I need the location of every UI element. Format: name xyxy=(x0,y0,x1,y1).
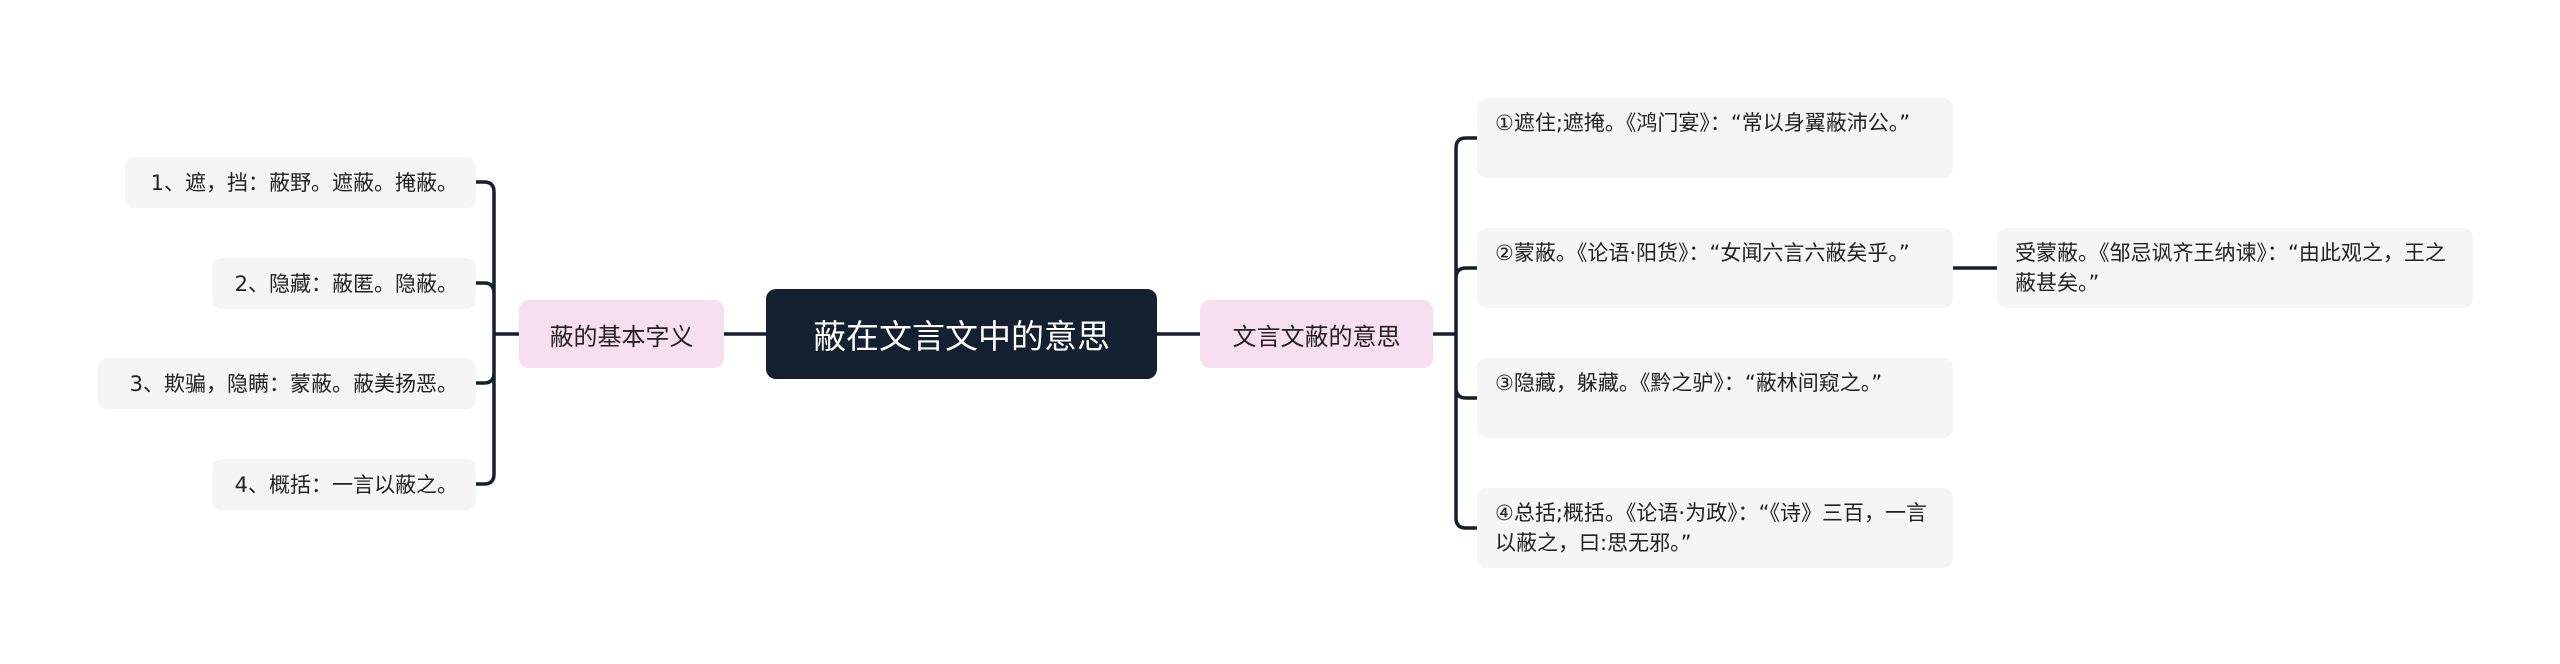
right-leaf-3[interactable]: ③隐藏，躲藏。《黔之驴》：“蔽林间窥之。” xyxy=(1477,358,1953,438)
leaf-text: ③隐藏，躲藏。《黔之驴》：“蔽林间窥之。” xyxy=(1495,371,1883,395)
root-node[interactable]: 蔽在文言文中的意思 xyxy=(766,289,1157,379)
leaf-text: 1、遮，挡：蔽野。遮蔽。掩蔽。 xyxy=(150,170,458,195)
leaf-text: ①遮住;遮掩。《鸿门宴》：“常以身翼蔽沛公。” xyxy=(1495,111,1911,135)
category-label: 蔽的基本字义 xyxy=(549,322,694,351)
left-leaf-4[interactable]: 4、概括：一言以蔽之。 xyxy=(212,459,476,510)
leaf-text: 受蒙蔽。《邹忌讽齐王纳谏》：“由此观之，王之蔽甚矣。” xyxy=(2015,241,2446,295)
right-subleaf[interactable]: 受蒙蔽。《邹忌讽齐王纳谏》：“由此观之，王之蔽甚矣。” xyxy=(1997,228,2473,308)
right-leaf-2[interactable]: ②蒙蔽。《论语·阳货》：“女闻六言六蔽矣乎。” xyxy=(1477,228,1953,308)
left-leaf-3[interactable]: 3、欺骗，隐瞒：蒙蔽。蔽美扬恶。 xyxy=(98,358,476,409)
leaf-text: 4、概括：一言以蔽之。 xyxy=(234,472,458,497)
category-label: 文言文蔽的意思 xyxy=(1232,322,1401,351)
root-label: 蔽在文言文中的意思 xyxy=(813,317,1110,356)
leaf-text: 3、欺骗，隐瞒：蒙蔽。蔽美扬恶。 xyxy=(129,371,458,396)
left-leaf-2[interactable]: 2、隐藏：蔽匿。隐蔽。 xyxy=(212,258,476,309)
left-leaf-1[interactable]: 1、遮，挡：蔽野。遮蔽。掩蔽。 xyxy=(125,157,476,208)
leaf-text: 2、隐藏：蔽匿。隐蔽。 xyxy=(234,271,458,296)
category-basic-meaning[interactable]: 蔽的基本字义 xyxy=(519,300,724,368)
leaf-text: ④总括;概括。《论语·为政》：“《诗》三百，一言以蔽之，曰:思无邪。” xyxy=(1495,501,1927,555)
category-classical-meaning[interactable]: 文言文蔽的意思 xyxy=(1200,300,1433,368)
right-leaf-4[interactable]: ④总括;概括。《论语·为政》：“《诗》三百，一言以蔽之，曰:思无邪。” xyxy=(1477,488,1953,568)
bracket-right xyxy=(1433,136,1477,530)
bracket-left xyxy=(476,180,519,486)
leaf-text: ②蒙蔽。《论语·阳货》：“女闻六言六蔽矣乎。” xyxy=(1495,241,1910,265)
right-leaf-1[interactable]: ①遮住;遮掩。《鸿门宴》：“常以身翼蔽沛公。” xyxy=(1477,98,1953,178)
